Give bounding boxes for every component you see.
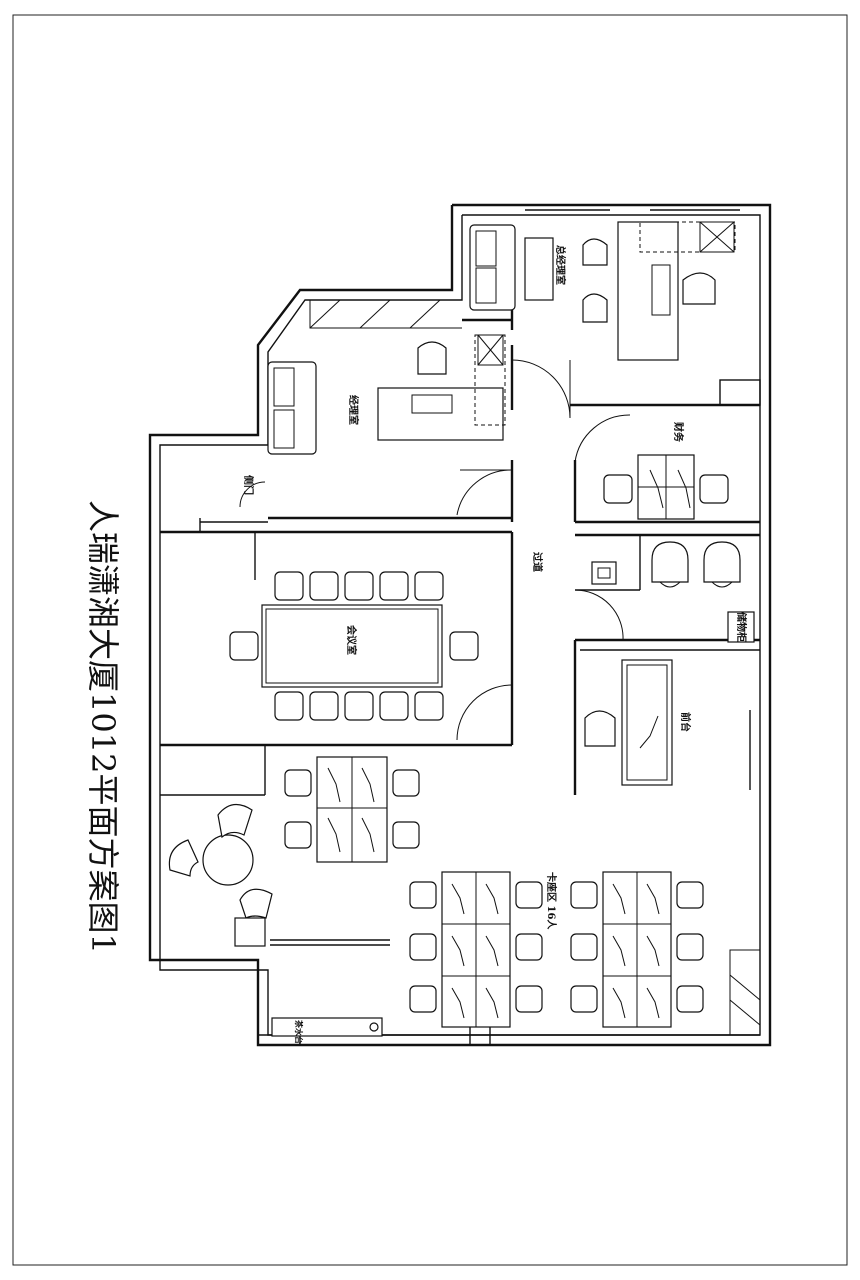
manager-office: 经理室 侧门 [242, 299, 506, 495]
label-storage: 储物柜 [735, 611, 748, 642]
tea-station: 茶水台 [271, 1017, 383, 1044]
label-tea-station: 茶水台 [294, 1019, 304, 1044]
meeting-room: 会议室 [229, 571, 479, 721]
label-reception: 前台 [679, 712, 692, 732]
reception-area: 前台 [584, 659, 692, 786]
lounge-area [168, 804, 273, 947]
toilet-area: 储物柜 [591, 541, 755, 643]
label-meeting-room: 会议室 [345, 625, 358, 655]
finance-room: 财务 [603, 421, 729, 520]
label-general-manager-office: 总经理室 [554, 245, 567, 285]
sheet-border [12, 14, 848, 1266]
general-manager-office: 总经理室 [469, 221, 736, 361]
label-manager-office: 经理室 [347, 395, 360, 425]
label-workstations: 卡座区 16人 [545, 872, 558, 930]
label-corridor: 过道 [531, 552, 544, 572]
plan-title: 人瑞潇湘大厦1012平面方案图1 [84, 500, 122, 954]
workstation-block-right [570, 871, 704, 1028]
label-side-door: 侧门 [242, 475, 255, 495]
interior-walls [160, 300, 761, 946]
doors [239, 359, 631, 741]
label-finance: 财务 [672, 421, 685, 443]
workstation-block-left [409, 871, 543, 1028]
corner-hatch [729, 949, 761, 1036]
small-workstation-cluster [284, 756, 420, 863]
